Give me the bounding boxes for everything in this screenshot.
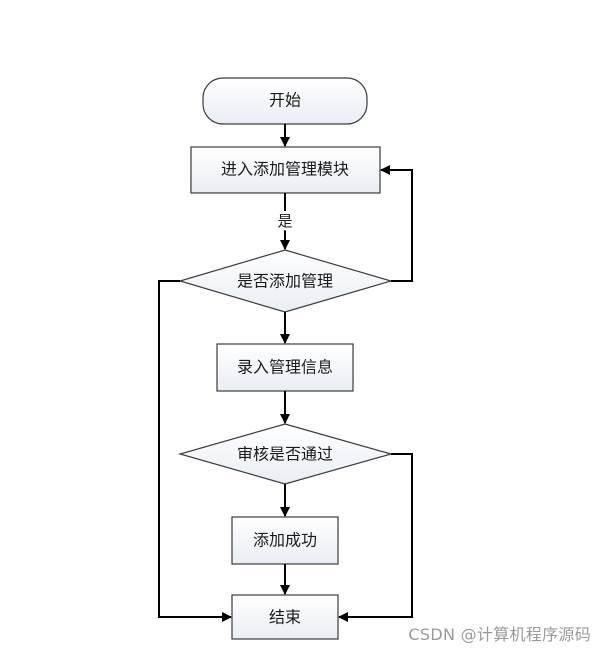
decision-add-node: 是否添加管理: [177, 249, 394, 313]
arrow-decision-audit-to-end: [338, 453, 413, 622]
decision-audit-label: 审核是否通过: [237, 445, 333, 464]
enter-module-box: [190, 146, 381, 194]
enter-module-label: 进入添加管理模块: [221, 160, 349, 179]
arrow-decision-add-loop-back: [380, 165, 413, 282]
input-info-node: 录入管理信息: [216, 343, 354, 392]
start-node: 开始: [202, 77, 368, 125]
success-label: 添加成功: [253, 531, 317, 550]
end-node: 结束: [231, 594, 339, 640]
start-label: 开始: [269, 91, 301, 110]
success-node: 添加成功: [231, 516, 339, 565]
end-label: 结束: [269, 608, 301, 627]
edge-label-yes: 是: [277, 212, 292, 230]
arrow-decision-add-to-end: [158, 280, 232, 622]
decision-audit-node: 审核是否通过: [177, 423, 394, 485]
decision-add-label: 是否添加管理: [237, 272, 333, 291]
success-box: [231, 516, 339, 565]
input-info-label: 录入管理信息: [237, 358, 333, 377]
end-box: [231, 594, 339, 640]
enter-module-node: 进入添加管理模块: [190, 146, 381, 194]
csdn-watermark: CSDN @计算机程序源码: [408, 625, 591, 644]
